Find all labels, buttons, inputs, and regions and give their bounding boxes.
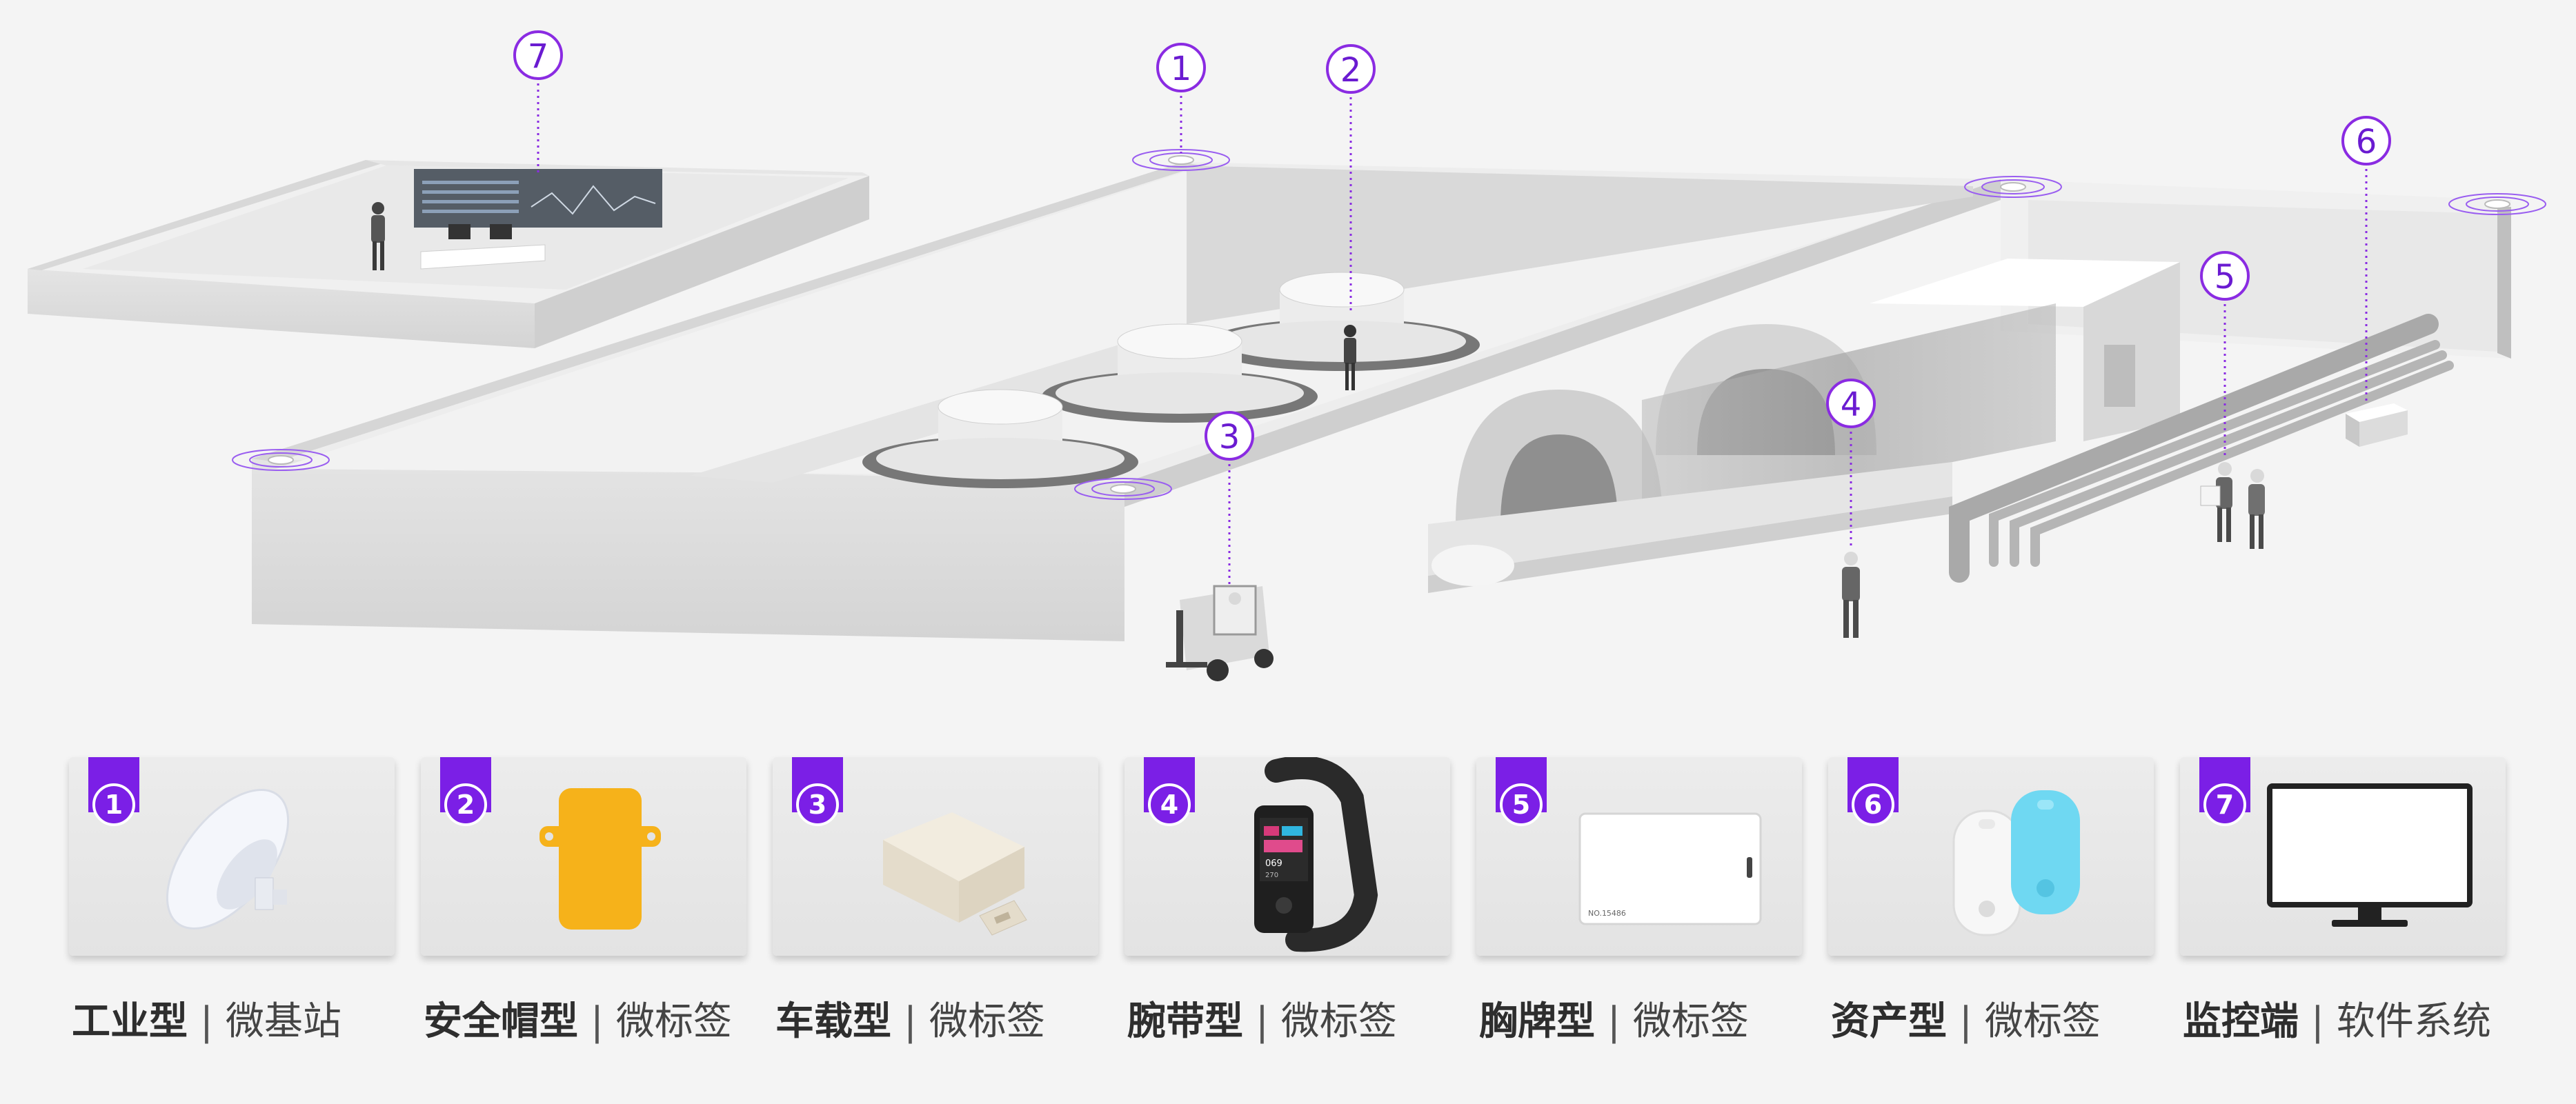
- caption-category: 软件系统: [2336, 999, 2491, 1044]
- forklift-vehicle: [1166, 585, 1274, 681]
- caption-sep: |: [904, 999, 917, 1044]
- caption-type: 工业型: [72, 999, 188, 1044]
- storage-tank-1: [1204, 272, 1480, 371]
- marker-3: 3: [1205, 411, 1254, 586]
- caption-category: 微标签: [1280, 999, 1397, 1044]
- caption-type: 车载型: [775, 999, 891, 1044]
- svg-text:4: 4: [1841, 385, 1862, 424]
- caption-sep: |: [1959, 999, 1972, 1044]
- caption-category: 微标签: [1984, 999, 2101, 1044]
- badge-card-icon: NO.15486: [1578, 812, 1762, 925]
- monitor-icon: [2267, 783, 2473, 927]
- caption-type: 胸牌型: [1479, 999, 1595, 1044]
- caption-5: 胸牌型 |微标签: [1479, 990, 1824, 1046]
- svg-text:5: 5: [2215, 258, 2236, 297]
- anchor-stations: [232, 149, 2546, 500]
- device-card-6: 6: [1828, 757, 2154, 956]
- svg-text:NO.15486: NO.15486: [1588, 909, 1626, 918]
- pipes: [1949, 314, 2454, 583]
- device-card-1: 1: [69, 757, 395, 956]
- caption-category: 微基站: [225, 999, 341, 1044]
- caption-7: 监控端 | 软件系统: [2183, 990, 2528, 1046]
- workers-with-badge: [2200, 462, 2265, 549]
- device-card-3: 3: [773, 757, 1098, 956]
- caption-category: 微标签: [615, 999, 732, 1044]
- svg-text:1: 1: [1171, 50, 1192, 88]
- marker-6: 6: [2341, 116, 2391, 403]
- anchor-base-station-icon: [166, 788, 290, 930]
- storage-tank-2: [1042, 323, 1318, 423]
- caption-6: 资产型 | 微标签: [1831, 990, 2176, 1046]
- caption-sep: |: [1256, 999, 1269, 1044]
- control-room: [28, 160, 869, 348]
- anchor-station-2: [1964, 176, 2062, 198]
- card-number: 7: [2203, 783, 2246, 826]
- anchor-station-3: [2448, 193, 2546, 215]
- device-card-row: 1 2 3: [69, 757, 2511, 1047]
- svg-text:069: 069: [1265, 859, 1282, 869]
- card-number: 5: [1500, 783, 1543, 826]
- caption-2: 安全帽型 |微标签: [424, 990, 769, 1046]
- svg-text:270: 270: [1265, 872, 1278, 879]
- factory-3d-scene: 1 2 3 4 5 6 7: [28, 30, 2546, 681]
- device-card-2: 2: [421, 757, 746, 956]
- anchor-station-4: [232, 449, 330, 471]
- caption-category: 微标签: [929, 999, 1045, 1044]
- card-number: 3: [796, 783, 839, 826]
- marker-4: 4: [1826, 379, 1876, 548]
- worker-wristband: [1842, 552, 1860, 638]
- wristband-icon: 069 270: [1254, 757, 1378, 952]
- plant-right-section: [1166, 179, 2511, 681]
- caption-sep: |: [2311, 999, 2324, 1044]
- caption-sep: |: [200, 999, 213, 1044]
- card-number: 1: [92, 783, 135, 826]
- marker-1: 1: [1156, 43, 1206, 153]
- caption-sep: |: [1607, 999, 1621, 1044]
- caption-type: 腕带型: [1127, 999, 1243, 1044]
- caption-type: 安全帽型: [424, 999, 578, 1044]
- worker-with-helmet: [1344, 325, 1356, 390]
- svg-text:2: 2: [1340, 51, 1362, 90]
- marker-2: 2: [1326, 44, 1376, 314]
- caption-type: 监控端: [2183, 999, 2299, 1044]
- vehicle-tag-icon: [883, 812, 1027, 936]
- storage-tank-3: [862, 389, 1138, 488]
- caption-sep: |: [591, 999, 604, 1044]
- card-number: 6: [1852, 783, 1894, 826]
- caption-type: 资产型: [1831, 999, 1947, 1044]
- caption-1: 工业型 | 微基站: [72, 990, 417, 1046]
- asset-box: [2346, 403, 2408, 447]
- card-number: 4: [1148, 783, 1191, 826]
- plant-left-section: [252, 162, 2001, 641]
- svg-text:6: 6: [2356, 123, 2377, 161]
- operator-figure: [371, 202, 385, 270]
- caption-category: 微标签: [1632, 999, 1749, 1044]
- device-card-5: 5 NO.15486: [1476, 757, 1802, 956]
- anchor-station-5: [1074, 478, 1172, 500]
- helmet-tag-icon: [539, 788, 661, 930]
- marker-7: 7: [513, 30, 563, 172]
- marker-5: 5: [2200, 251, 2250, 459]
- caption-4: 腕带型 |微标签: [1127, 990, 1472, 1046]
- svg-text:7: 7: [528, 37, 549, 76]
- dashboard-screen: [414, 169, 662, 228]
- asset-tag-icon: [1952, 790, 2080, 936]
- kiln-1: [1456, 390, 1663, 524]
- device-card-4: 4 069 270: [1124, 757, 1450, 956]
- svg-text:3: 3: [1219, 418, 1240, 456]
- card-number: 2: [444, 783, 487, 826]
- caption-3: 车载型 | 微标签: [775, 990, 1120, 1046]
- device-card-7: 7: [2180, 757, 2506, 956]
